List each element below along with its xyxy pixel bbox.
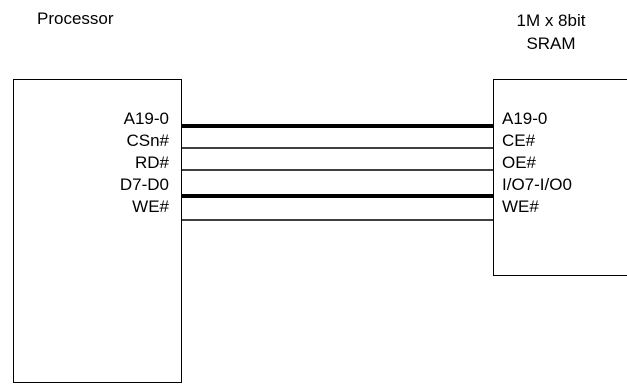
sram-block: A19-0 CE# OE# I/O7-I/O0 WE# xyxy=(493,79,627,276)
processor-pin-a19-0: A19-0 xyxy=(123,109,169,128)
processor-pin-we: WE# xyxy=(132,197,169,216)
processor-pin-csn: CSn# xyxy=(126,131,169,150)
sram-title: 1M x 8bit SRAM xyxy=(496,9,606,55)
sram-title-line1: 1M x 8bit xyxy=(516,11,586,30)
sram-pin-a19-0: A19-0 xyxy=(502,109,548,128)
sram-pin-oe: OE# xyxy=(502,153,537,172)
processor-pin-rd: RD# xyxy=(134,153,169,172)
processor-block: A19-0 CSn# RD# D7-D0 WE# xyxy=(13,79,182,383)
processor-pin-d7-d0: D7-D0 xyxy=(119,175,169,194)
sram-pin-we: WE# xyxy=(502,197,539,216)
sram-title-line2: SRAM xyxy=(526,34,576,53)
sram-pin-io7-io0: I/O7-I/O0 xyxy=(502,175,572,194)
sram-pin-ce: CE# xyxy=(502,131,536,150)
processor-title: Processor xyxy=(37,9,114,28)
